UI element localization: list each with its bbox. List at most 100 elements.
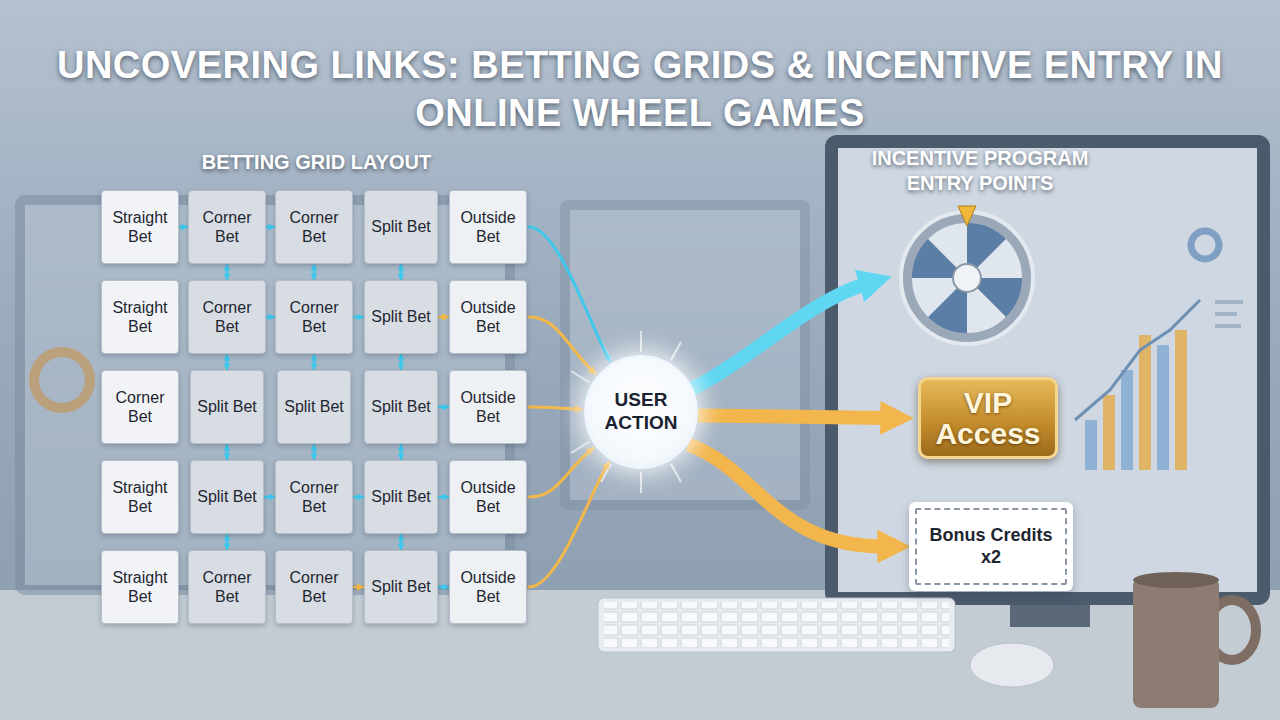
- text-stack: Corner Bet: [193, 568, 261, 606]
- bet-cell: Corner Bet: [188, 280, 266, 354]
- shape-circle: [901, 212, 1033, 344]
- shape-rect: [1103, 395, 1115, 470]
- node-text: VIP Access: [927, 387, 1049, 450]
- text-stack: Outside Bet: [454, 298, 522, 336]
- bet-cell: Outside Bet: [449, 280, 527, 354]
- bet-cell: Outside Bet: [449, 550, 527, 624]
- node-text: Outside Bet: [454, 568, 522, 606]
- connector-arrow: [439, 316, 448, 319]
- shape-line: [571, 371, 589, 382]
- connector-arrow: [400, 535, 403, 549]
- shape-rect: [1157, 345, 1169, 470]
- text-stack: Split Bet: [197, 397, 257, 416]
- connector-arrow: [313, 265, 316, 279]
- shape-line: [671, 464, 681, 482]
- node-text: Bonus Credits x2: [923, 525, 1059, 568]
- connector-arrow: [226, 265, 229, 279]
- text-stack: Split Bet: [284, 397, 344, 416]
- bet-cell: Straight Bet: [101, 460, 179, 534]
- connector-arrow: [313, 355, 316, 369]
- node-text: Split Bet: [371, 577, 431, 596]
- bet-cell: Straight Bet: [101, 550, 179, 624]
- vip-badge: VIP Access: [918, 377, 1058, 459]
- bet-cell: Corner Bet: [188, 190, 266, 264]
- section-heading: BETTING GRID LAYOUT: [103, 150, 530, 175]
- bet-cell: Outside Bet: [449, 190, 527, 264]
- shape-path: [958, 206, 976, 226]
- node-text: Corner Bet: [193, 298, 261, 336]
- node-text: Corner Bet: [106, 388, 174, 426]
- connector-arrow: [439, 406, 448, 409]
- node-text: Straight Bet: [106, 478, 174, 516]
- node-text: Split Bet: [197, 397, 257, 416]
- bet-cell: Corner Bet: [275, 460, 353, 534]
- connector-arrow: [313, 445, 316, 459]
- diagram-title: UNCOVERING LINKS: BETTING GRIDS & INCENT…: [40, 42, 1240, 137]
- connector-arrow: [226, 445, 229, 459]
- text-stack: Split Bet: [371, 487, 431, 506]
- node-text: Corner Bet: [193, 568, 261, 606]
- bet-cell: Corner Bet: [188, 550, 266, 624]
- bet-cell: Split Bet: [364, 460, 438, 534]
- text-stack: Outside Bet: [454, 208, 522, 246]
- connector-arrow: [439, 586, 448, 589]
- node-text: Split Bet: [371, 217, 431, 236]
- shape-rect: [1010, 605, 1090, 627]
- shape-rect: [1215, 312, 1237, 316]
- center-monitor: [560, 200, 810, 510]
- node-text: Corner Bet: [280, 568, 348, 606]
- shape-line: [640, 331, 642, 352]
- node-text: Outside Bet: [454, 298, 522, 336]
- bet-cell: Split Bet: [364, 280, 438, 354]
- connector-arrow: [354, 316, 363, 319]
- node-text: Straight Bet: [106, 568, 174, 606]
- connector-arrow: [529, 448, 593, 497]
- text-stack: Corner Bet: [280, 208, 348, 246]
- bet-cell: Corner Bet: [275, 550, 353, 624]
- node-text: Split Bet: [371, 397, 431, 416]
- connector-arrow: [529, 463, 609, 588]
- node-text: Outside Bet: [454, 478, 522, 516]
- bet-cell: Split Bet: [190, 370, 264, 444]
- connector-arrow: [180, 226, 187, 229]
- shape-rect: [1175, 330, 1187, 470]
- shape-rect: [1215, 300, 1243, 304]
- node-text: Corner Bet: [280, 478, 348, 516]
- text-stack: Straight Bet: [106, 298, 174, 336]
- node-text: Straight Bet: [106, 298, 174, 336]
- node-text: Split Bet: [197, 487, 257, 506]
- shape-line: [571, 442, 589, 453]
- connector-arrow: [354, 496, 363, 499]
- text-stack: VIP Access: [927, 387, 1049, 450]
- text-stack: Straight Bet: [106, 208, 174, 246]
- keyboard: [598, 598, 955, 652]
- bet-cell: Corner Bet: [275, 280, 353, 354]
- text-stack: Straight Bet: [106, 478, 174, 516]
- shape-rect: [838, 148, 1257, 592]
- shape-rect: [825, 135, 1270, 605]
- mug: [1133, 572, 1256, 708]
- text-stack: Split Bet: [371, 217, 431, 236]
- connector-arrow: [400, 445, 403, 459]
- bonus-ticket: Bonus Credits x2: [915, 508, 1067, 585]
- shape-circle: [953, 264, 981, 292]
- shape-rect: [598, 598, 955, 652]
- bet-cell: Split Bet: [364, 550, 438, 624]
- connector-arrow: [267, 316, 274, 319]
- shape-rect: [570, 210, 800, 500]
- connector-arrow: [439, 496, 448, 499]
- text-stack: Split Bet: [371, 397, 431, 416]
- connector-arrow: [529, 227, 610, 361]
- shape-rect: [1139, 335, 1151, 470]
- connector-arrow: [265, 496, 274, 499]
- text-stack: Split Bet: [371, 307, 431, 326]
- shape-circle: [34, 352, 90, 408]
- connector-arrow: [688, 444, 884, 546]
- text-stack: Outside Bet: [454, 568, 522, 606]
- shape-rect: [560, 200, 810, 510]
- shape-circle: [1191, 231, 1219, 259]
- wheel-arrow: [690, 284, 866, 390]
